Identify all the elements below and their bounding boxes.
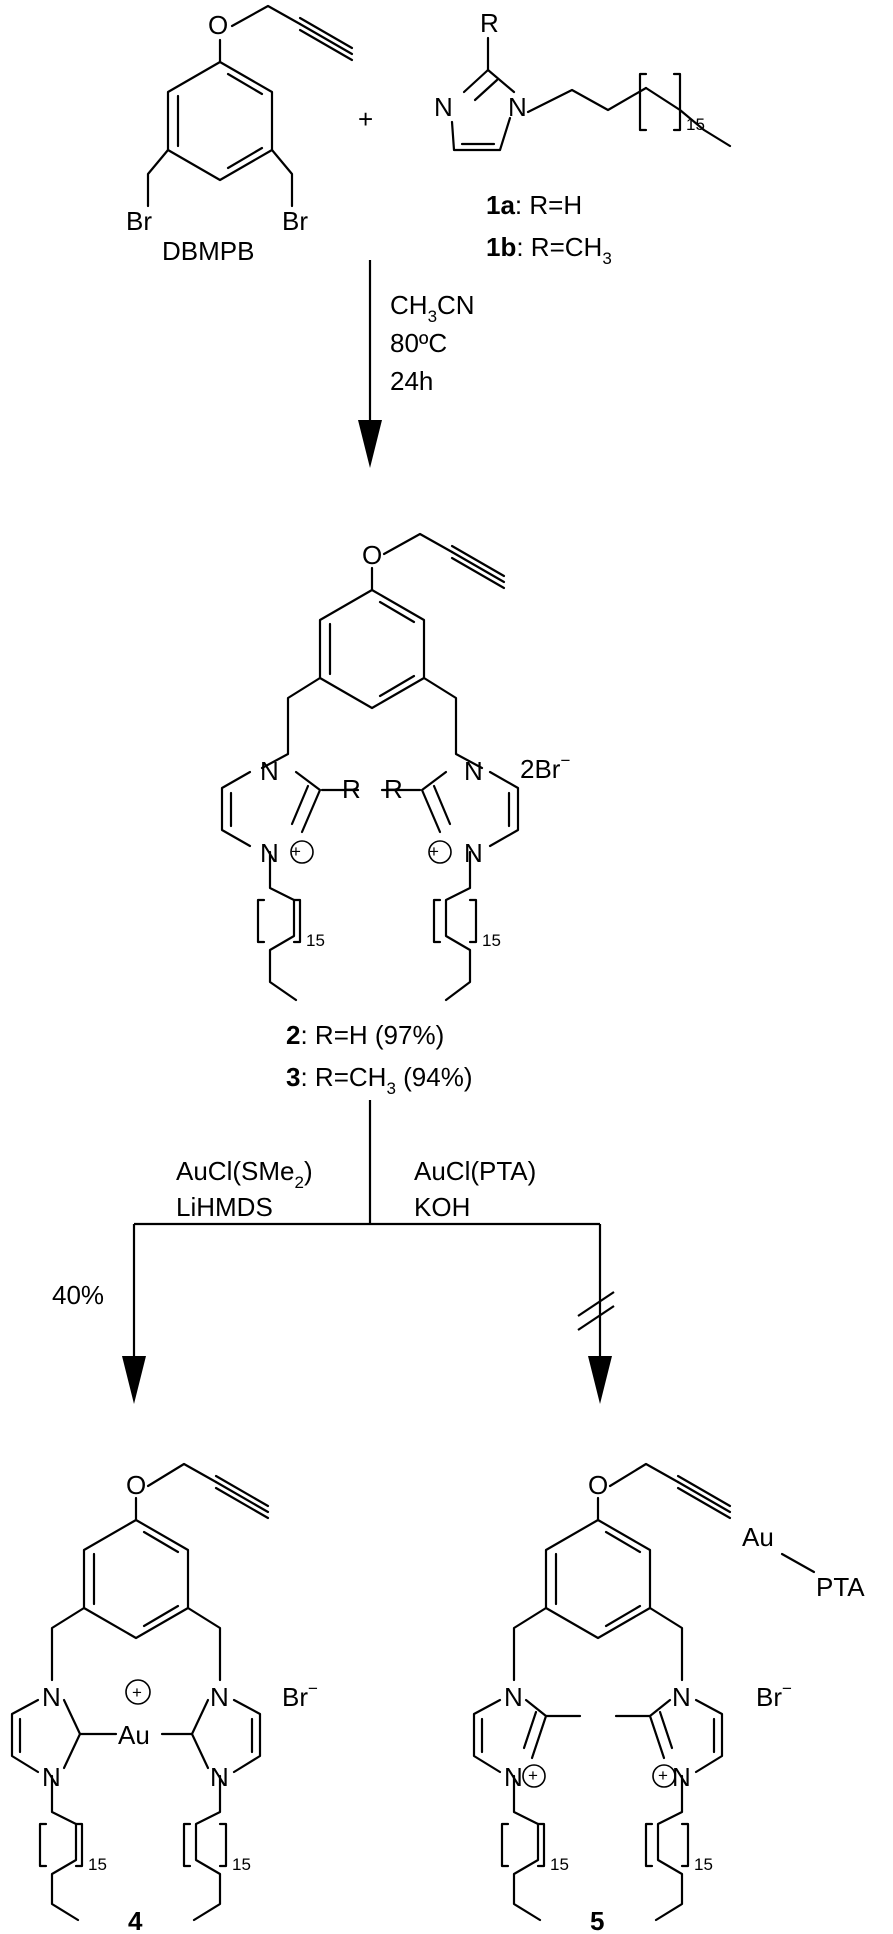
counter-ion: Br−	[282, 1679, 318, 1712]
charge-left: +	[528, 1766, 538, 1785]
gold-charge: +	[132, 1683, 142, 1702]
label-3: 3: R=CH3 (94%)	[286, 1062, 472, 1098]
product-4-label: 4	[128, 1906, 143, 1934]
gold-atom: Au	[742, 1522, 774, 1552]
product-5-structure: O Au PTA N N N N + + 15 15 Br−	[472, 1462, 865, 1922]
nitrogen-left-top: N	[504, 1682, 523, 1712]
step1-arrow	[358, 260, 382, 468]
nitrogen-right-bottom: N	[672, 1762, 691, 1792]
nitrogen-right-top: N	[210, 1682, 229, 1712]
counter-ion: 2Br−	[520, 751, 570, 784]
label-2: 2: R=H (97%)	[286, 1020, 444, 1050]
step2-left-yield: 40%	[52, 1280, 104, 1310]
bromine-right: Br	[282, 206, 308, 236]
nitrogen-left-bottom: N	[42, 1762, 61, 1792]
nitrogen-n3-left: N	[260, 838, 279, 868]
charge-right: +	[658, 1766, 668, 1785]
step1-temperature: 80ºC	[390, 328, 447, 358]
step2-right-reagent: AuCl(PTA)	[414, 1156, 536, 1186]
repeat-right: 15	[482, 931, 501, 950]
nitrogen-left: N	[434, 92, 453, 122]
repeat-right: 15	[232, 1855, 251, 1874]
nitrogen-right-bottom: N	[210, 1762, 229, 1792]
nitrogen-n3-right: N	[464, 838, 483, 868]
pta-ligand: PTA	[816, 1572, 865, 1602]
repeat-left: 15	[306, 931, 325, 950]
bromine-left: Br	[126, 206, 152, 236]
charge-right: +	[429, 842, 439, 861]
oxygen-atom: O	[362, 540, 382, 570]
imidazole-structure: R N N 15	[434, 8, 732, 152]
charge-left: +	[291, 842, 301, 861]
nitrogen-right: N	[508, 92, 527, 122]
oxygen-atom: O	[588, 1470, 608, 1500]
repeat-count: 15	[686, 115, 705, 134]
step1-solvent: CH3CN	[390, 290, 475, 326]
r-group: R	[480, 8, 499, 38]
oxygen-atom: O	[208, 10, 228, 40]
step2-branch-arrows	[122, 1100, 615, 1404]
step2-left-base: LiHMDS	[176, 1192, 273, 1222]
label-1b: 1b: R=CH3	[486, 232, 612, 268]
counter-ion: Br−	[756, 1679, 792, 1712]
nitrogen-n1-left: N	[260, 756, 279, 786]
dbmpb-structure: O Br Br DBMPB	[126, 4, 354, 266]
repeat-right: 15	[694, 1855, 713, 1874]
nitrogen-right-top: N	[672, 1682, 691, 1712]
product-5-label: 5	[590, 1906, 604, 1934]
bis-imidazolium-structure: O N N R R N N + + 15 15 2Br−	[220, 532, 570, 1002]
step2-right-base: KOH	[414, 1192, 470, 1222]
gold-atom: Au	[118, 1720, 150, 1750]
r-group-left: R	[342, 774, 361, 804]
plus-sign: +	[358, 104, 373, 134]
nitrogen-left-top: N	[42, 1682, 61, 1712]
label-1a: 1a: R=H	[486, 190, 582, 220]
nitrogen-n1-right: N	[464, 756, 483, 786]
nitrogen-left-bottom: N	[504, 1762, 523, 1792]
step1-time: 24h	[390, 366, 433, 396]
product-4-structure: O N N N N Au + 15 15 Br−	[10, 1462, 318, 1922]
step2-left-reagent: AuCl(SMe2)	[176, 1156, 313, 1192]
repeat-left: 15	[550, 1855, 569, 1874]
dbmpb-label: DBMPB	[162, 236, 254, 266]
repeat-left: 15	[88, 1855, 107, 1874]
r-group-right: R	[384, 774, 403, 804]
oxygen-atom: O	[126, 1470, 146, 1500]
